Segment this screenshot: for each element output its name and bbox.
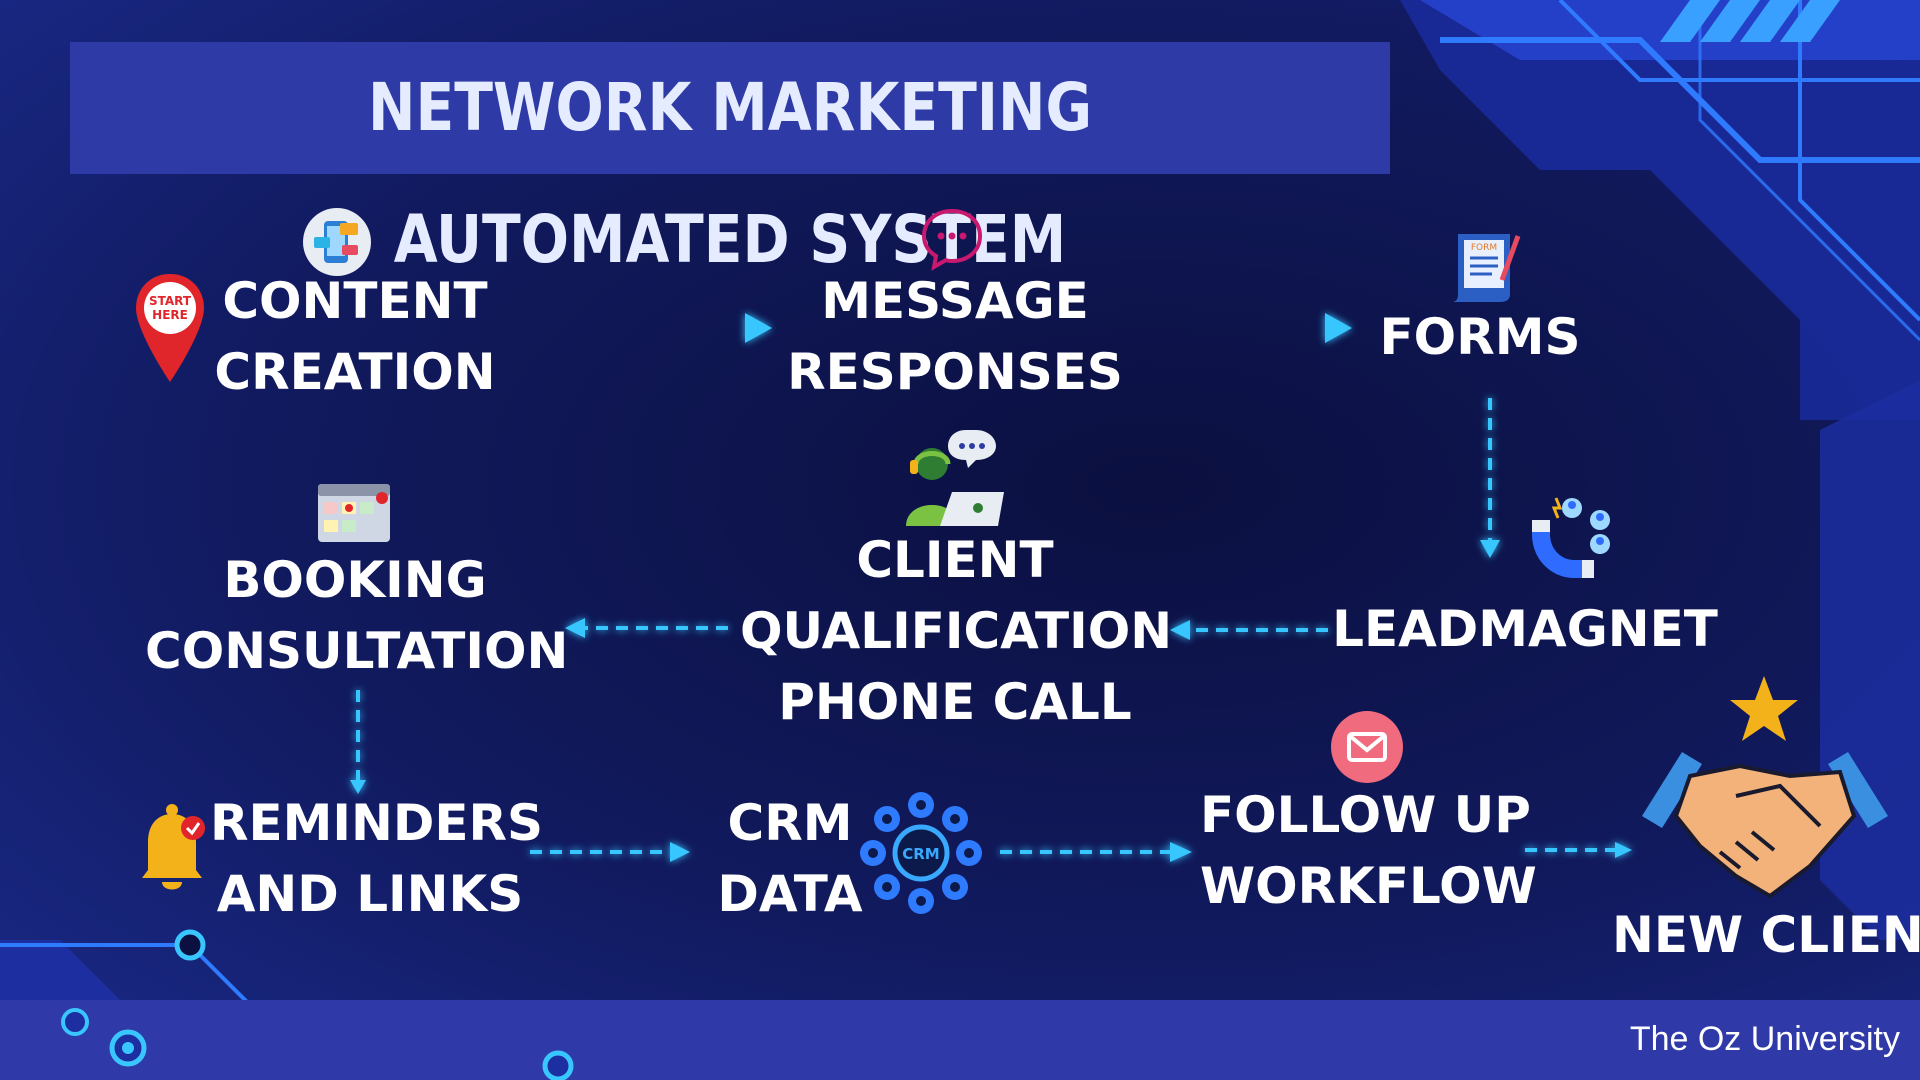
magnet-icon — [1532, 497, 1610, 578]
node-leadmagnet-line1: LEADMAGNET — [1332, 600, 1718, 658]
call-agent-icon — [906, 430, 1004, 526]
phone-media-icon — [303, 208, 371, 276]
node-client-qualification-line2: QUALIFICATION — [740, 602, 1173, 660]
node-message-responses-line1: MESSAGE — [821, 272, 1089, 330]
node-follow-up-line1: FOLLOW UP — [1200, 786, 1531, 844]
node-crm-data: CRM DATA — [705, 788, 875, 930]
start-label-line2: HERE — [152, 308, 188, 322]
handshake-icon — [1642, 752, 1888, 899]
node-client-qualification: CLIENT QUALIFICATION PHONE CALL — [740, 525, 1173, 738]
node-follow-up-workflow: FOLLOW UP WORKFLOW — [1200, 780, 1537, 922]
form-document-icon: FORM — [1452, 234, 1521, 302]
start-here-pin-icon: START HERE — [136, 274, 204, 382]
node-content-creation: CONTENT CREATION — [205, 266, 505, 408]
credit-text: The Oz University — [1629, 1020, 1900, 1058]
node-reminders-links-line2: AND LINKS — [216, 865, 524, 923]
star-icon — [1730, 676, 1798, 741]
email-icon — [1331, 711, 1403, 783]
calendar-icon — [318, 484, 390, 542]
node-message-responses-line2: RESPONSES — [787, 343, 1123, 401]
start-label-line1: START — [149, 294, 192, 308]
node-crm-data-line1: CRM — [727, 794, 853, 852]
node-client-qualification-line3: PHONE CALL — [778, 673, 1132, 731]
node-message-responses: MESSAGE RESPONSES — [780, 266, 1130, 408]
node-new-client-line1: NEW CLIENT — [1612, 906, 1920, 964]
node-reminders-links: REMINDERS AND LINKS — [210, 788, 544, 930]
crm-network-icon: CRM — [860, 792, 982, 914]
node-booking-consultation-line2: CONSULTATION — [145, 622, 569, 680]
node-content-creation-line2: CREATION — [214, 343, 496, 401]
chat-bubble-icon — [921, 208, 983, 271]
node-leadmagnet: LEADMAGNET — [1330, 594, 1720, 665]
node-forms-line1: FORMS — [1379, 308, 1581, 366]
node-content-creation-line1: CONTENT — [222, 272, 488, 330]
node-client-qualification-line1: CLIENT — [856, 531, 1054, 589]
page-title: NETWORK MARKETING AUTOMATED SYSTEM — [367, 69, 1093, 278]
form-icon-label: FORM — [1471, 243, 1497, 253]
node-forms: FORMS — [1370, 302, 1590, 373]
node-reminders-links-line1: REMINDERS — [210, 794, 544, 852]
title-banner — [70, 42, 1390, 174]
node-booking-consultation: BOOKING CONSULTATION — [145, 545, 569, 687]
bottom-band — [0, 1000, 1920, 1080]
node-follow-up-line2: WORKFLOW — [1200, 857, 1537, 915]
node-crm-data-line2: DATA — [717, 865, 863, 923]
crm-icon-label: CRM — [902, 845, 940, 863]
node-new-client: NEW CLIENT — [1612, 900, 1920, 971]
bell-icon — [142, 804, 205, 890]
node-booking-consultation-line1: BOOKING — [223, 551, 487, 609]
